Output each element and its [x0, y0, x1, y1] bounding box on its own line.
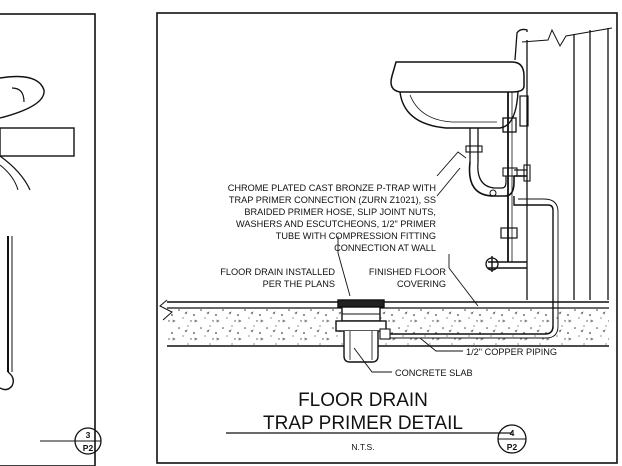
- lavatory-bowl: [399, 91, 519, 129]
- concrete-slab: [159, 299, 609, 347]
- left-detail-number: 3: [86, 430, 91, 440]
- primer-tube: [513, 196, 559, 326]
- ptrap-note-line: WASHERS AND ESCUTCHEONS, 1/2" PRIMER: [236, 219, 436, 229]
- copper-piping-note: 1/2" COPPER PIPING: [466, 347, 557, 357]
- wall: [521, 27, 613, 300]
- supply-piping: [485, 92, 527, 272]
- p-trap: [465, 128, 531, 197]
- right-detail-sheet: P2: [507, 442, 518, 452]
- floor-drain-note-line: FLOOR DRAIN INSTALLED: [220, 267, 335, 277]
- lavatory-rim: [390, 61, 525, 93]
- floor-drain-note-line: PER THE PLANS: [263, 279, 335, 289]
- ptrap-note-line: CONNECTION AT WALL: [334, 243, 436, 253]
- lavatory-backsplash: [514, 28, 528, 61]
- lavatory-bracket: [519, 95, 529, 127]
- ptrap-note-line: BRAIDED PRIMER HOSE, SLIP JOINT NUTS,: [244, 207, 436, 217]
- finished-floor-note-line: FINISHED FLOOR: [369, 267, 446, 277]
- supply-valve-top: [502, 117, 517, 133]
- right-detail-border: [156, 12, 618, 464]
- finished-floor-note: FINISHED FLOOR COVERING: [369, 267, 446, 289]
- right-detail-number: 4: [510, 428, 515, 438]
- angle-stop: [488, 256, 527, 272]
- ptrap-note-line: CHROME PLATED CAST BRONZE P-TRAP WITH: [228, 183, 436, 193]
- ptrap-note-line: TUBE WITH COMPRESSION FITTING: [276, 231, 436, 241]
- left-detail-sheet: P2: [83, 443, 94, 453]
- concrete-slab-note: CONCRETE SLAB: [395, 368, 473, 378]
- floor-drain: [335, 299, 391, 363]
- ptrap-note: CHROME PLATED CAST BRONZE P-TRAP WITH TR…: [228, 183, 437, 253]
- lavatory: [390, 28, 529, 129]
- detail-title-line2: TRAP PRIMER DETAIL: [263, 413, 463, 434]
- ptrap-note-line: TRAP PRIMER CONNECTION (ZURN Z1021), SS: [229, 195, 436, 205]
- left-detail-border: [0, 13, 96, 466]
- floor-drain-note: FLOOR DRAIN INSTALLED PER THE PLANS: [220, 267, 335, 289]
- finished-floor-note-line: COVERING: [397, 279, 446, 289]
- left-detail: [0, 13, 102, 466]
- scale-note: N.T.S.: [351, 442, 374, 452]
- wall-break-line: [521, 27, 613, 48]
- copper-piping: [388, 325, 559, 339]
- right-detail: [156, 12, 618, 464]
- leaders: [226, 151, 512, 434]
- detail-title-line1: FLOOR DRAIN: [298, 390, 428, 411]
- lavatory-bowl-fragment: [11, 87, 25, 103]
